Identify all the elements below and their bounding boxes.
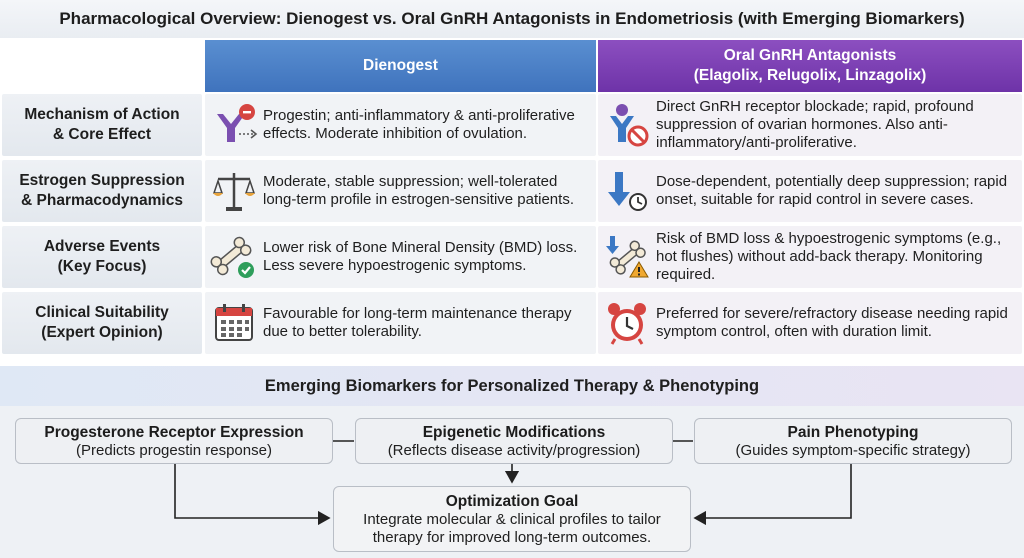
row-label-line2: (Expert Opinion) [41,324,163,341]
comparison-table: Dienogest Oral GnRH Antagonists (Elagoli… [0,38,1024,360]
dienogest-column-header: Dienogest [205,40,596,92]
dienogest-cell: Favourable for long-term maintenance the… [205,292,596,354]
gnrh-column-header: Oral GnRH Antagonists (Elagolix, Relugol… [598,40,1022,92]
goal-line2: therapy for improved long-term outcomes. [372,528,652,546]
biomarker-title: Epigenetic Modifications [422,423,606,441]
gnrh-text: Direct GnRH receptor blockade; rapid, pr… [656,98,974,151]
row-label-line1: Clinical Suitability [35,304,169,321]
biomarker-subtitle: (Predicts progestin response) [76,441,272,459]
optimization-goal-box: Optimization Goal Integrate molecular & … [333,486,691,552]
down-arrow-clock-icon [598,162,656,220]
row-label-line1: Adverse Events [43,238,161,255]
dienogest-text: Progestin; anti-inflammatory & anti-prol… [263,107,575,142]
biomarkers-heading: Emerging Biomarkers for Personalized The… [0,366,1024,406]
row-adverse-events: Adverse Events (Key Focus) Lower risk of … [0,226,1024,290]
receptor-inhibition-icon [205,96,263,154]
row-mechanism: Mechanism of Action & Core Effect Progest… [0,94,1024,158]
biomarker-title: Pain Phenotyping [787,423,919,441]
receptor-block-icon [598,96,656,154]
row-label: Estrogen Suppression & Pharmacodynamics [2,160,202,222]
row-label: Clinical Suitability (Expert Opinion) [2,292,202,354]
row-label-line2: & Core Effect [52,126,152,143]
gnrh-header-line1: Oral GnRH Antagonists [723,47,897,64]
row-clinical-suitability: Clinical Suitability (Expert Opinion) Fav… [0,292,1024,356]
balance-scale-icon [205,162,263,220]
dienogest-text: Favourable for long-term maintenance the… [263,305,572,340]
row-label: Mechanism of Action & Core Effect [2,94,202,156]
alarm-clock-icon [598,294,656,352]
gnrh-header-line2: (Elagolix, Relugolix, Linzagolix) [693,67,927,84]
row-label: Adverse Events (Key Focus) [2,226,202,288]
gnrh-text: Preferred for severe/refractory disease … [656,305,1008,340]
gnrh-cell: Risk of BMD loss & hypoestrogenic sympto… [598,226,1022,288]
page-title: Pharmacological Overview: Dienogest vs. … [0,0,1024,38]
biomarker-progesterone-receptor: Progesterone Receptor Expression (Predic… [15,418,333,464]
dienogest-cell: Progestin; anti-inflammatory & anti-prol… [205,94,596,156]
biomarker-pain-phenotyping: Pain Phenotyping (Guides symptom-specifi… [694,418,1012,464]
row-label-line1: Estrogen Suppression [19,172,185,189]
dienogest-cell: Moderate, stable suppression; well-toler… [205,160,596,222]
gnrh-cell: Direct GnRH receptor blockade; rapid, pr… [598,94,1022,156]
row-label-line1: Mechanism of Action [24,106,180,123]
biomarker-subtitle: (Guides symptom-specific strategy) [735,441,971,459]
gnrh-cell: Preferred for severe/refractory disease … [598,292,1022,354]
row-estrogen-suppression: Estrogen Suppression & Pharmacodynamics M… [0,160,1024,224]
biomarker-subtitle: (Reflects disease activity/progression) [387,441,641,459]
dienogest-cell: Lower risk of Bone Mineral Density (BMD)… [205,226,596,288]
calendar-icon [205,294,263,352]
biomarker-title: Progesterone Receptor Expression [44,423,304,441]
biomarker-epigenetic: Epigenetic Modifications (Reflects disea… [355,418,673,464]
bone-warning-icon [598,228,656,286]
gnrh-cell: Dose-dependent, potentially deep suppres… [598,160,1022,222]
row-label-line2: (Key Focus) [57,258,147,275]
dienogest-text: Moderate, stable suppression; well-toler… [263,173,574,208]
gnrh-text: Risk of BMD loss & hypoestrogenic sympto… [656,230,1002,283]
goal-line1: Integrate molecular & clinical profiles … [363,510,661,528]
bone-check-icon [205,228,263,286]
gnrh-text: Dose-dependent, potentially deep suppres… [656,173,1008,208]
dienogest-text: Lower risk of Bone Mineral Density (BMD)… [263,239,578,274]
row-label-line2: & Pharmacodynamics [21,192,183,209]
goal-title: Optimization Goal [445,492,579,510]
dienogest-header-label: Dienogest [363,57,438,74]
